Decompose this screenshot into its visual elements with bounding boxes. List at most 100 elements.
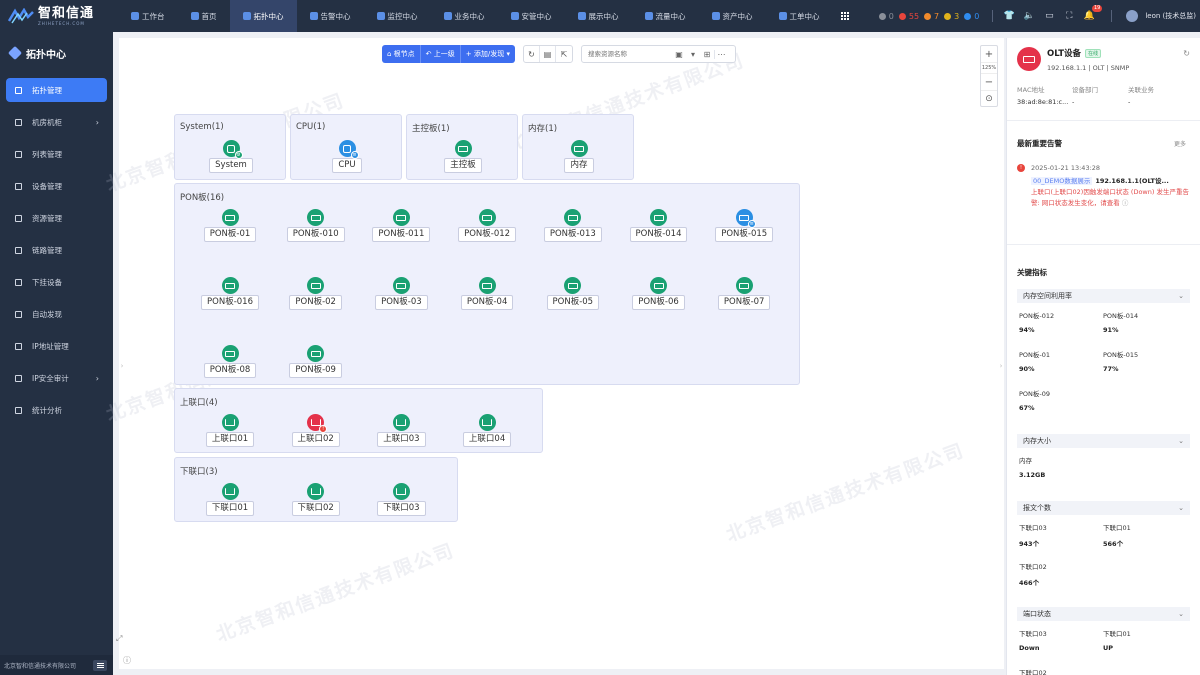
nav-item-1[interactable]: 首页: [178, 0, 230, 32]
topology-canvas[interactable]: 北京智和信通技术有限公司 北京智和信通技术有限公司 北京智和信通技术有限公司 北…: [103, 38, 1004, 669]
alarm-device[interactable]: 192.168.1.1(OLT设...: [1095, 177, 1169, 185]
nav-item-7[interactable]: 展示中心: [565, 0, 632, 32]
refresh-icon[interactable]: ↻: [1183, 49, 1190, 58]
topology-node[interactable]: 内存: [544, 140, 614, 173]
topology-node[interactable]: PON板-011: [366, 209, 436, 242]
brand-logo[interactable]: 智和信通 ZHIHETECH.COM: [0, 0, 113, 32]
topology-node[interactable]: ⚙System: [196, 140, 266, 173]
nav-item-9[interactable]: 资产中心: [699, 0, 766, 32]
topology-node[interactable]: 主控板: [428, 140, 498, 173]
more-link[interactable]: 更多: [1173, 141, 1186, 148]
metric-section-header[interactable]: 报文个数⌄: [1017, 501, 1190, 515]
topology-node[interactable]: 上联口04: [452, 414, 522, 447]
topology-node[interactable]: PON板-014: [624, 209, 694, 242]
avatar[interactable]: [1126, 10, 1139, 22]
save-icon[interactable]: ▤: [540, 46, 556, 62]
topology-node[interactable]: PON板-09: [281, 345, 351, 378]
sidebar-item-0[interactable]: 拓扑管理: [6, 78, 107, 102]
apps-grid-icon[interactable]: [840, 12, 849, 20]
info-icon[interactable]: ⓘ: [123, 656, 131, 665]
topology-node[interactable]: !上联口02: [281, 414, 351, 447]
nav-item-10[interactable]: 工单中心: [766, 0, 833, 32]
sidebar-item-5[interactable]: 链路管理: [0, 234, 113, 266]
topology-node[interactable]: 下联口01: [195, 483, 265, 516]
export-icon[interactable]: ⇱: [560, 49, 568, 59]
topology-node[interactable]: PON板-05: [538, 277, 608, 310]
nav-item-3[interactable]: 告警中心: [297, 0, 364, 32]
group-3[interactable]: 内存(1)内存: [522, 114, 634, 180]
bell-icon[interactable]: 🔔19: [1083, 5, 1103, 21]
nav-item-8[interactable]: 流量中心: [632, 0, 699, 32]
fit-view-icon[interactable]: ⊙: [981, 90, 997, 106]
topology-node[interactable]: PON板-02: [281, 277, 351, 310]
topology-node[interactable]: PON板-08: [195, 345, 265, 378]
fullscreen-icon[interactable]: ⛶: [1066, 11, 1073, 21]
help-icon[interactable]: ⓘ: [1121, 199, 1129, 207]
alarm-counter-3[interactable]: 3: [944, 12, 959, 21]
speaker-icon[interactable]: 🔈: [1023, 11, 1035, 21]
topology-node[interactable]: 下联口02: [281, 483, 351, 516]
nav-item-0[interactable]: 工作台: [118, 0, 178, 32]
topology-node[interactable]: PON板-07: [709, 277, 779, 310]
zoom-out-button[interactable]: −: [984, 76, 994, 88]
nav-item-6[interactable]: 安管中心: [498, 0, 565, 32]
group-0[interactable]: System(1)⚙System: [174, 114, 286, 180]
group-title: 主控板(1): [412, 124, 450, 134]
topology-node[interactable]: PON板-010: [281, 209, 351, 242]
topology-node[interactable]: ≡CPU: [312, 140, 382, 173]
calendar-icon[interactable]: ▣: [675, 49, 683, 59]
topology-node[interactable]: PON板-06: [624, 277, 694, 310]
topology-node[interactable]: PON板-03: [366, 277, 436, 310]
topology-node[interactable]: PON板-01: [195, 209, 265, 242]
zoom-in-button[interactable]: +: [984, 48, 994, 60]
chevron-down-icon[interactable]: ▾: [690, 49, 695, 59]
window-icon[interactable]: ▭: [1045, 11, 1054, 21]
topology-node[interactable]: PON板-012: [452, 209, 522, 242]
shirt-icon[interactable]: 👕: [1003, 11, 1015, 21]
left-collapse-handle[interactable]: ›: [120, 362, 124, 370]
sidebar-item-3[interactable]: 设备管理: [0, 170, 113, 202]
topology-node[interactable]: ≡PON板-015: [709, 209, 779, 242]
right-collapse-handle[interactable]: ›: [999, 362, 1003, 370]
topology-node[interactable]: PON板-016: [195, 277, 265, 310]
up-level-button[interactable]: ↶ 上一级: [421, 45, 461, 63]
topology-node[interactable]: 上联口01: [195, 414, 265, 447]
collapse-menu-button[interactable]: [93, 659, 107, 671]
sidebar-item-9[interactable]: IP安全审计›: [0, 362, 113, 394]
sidebar-item-4[interactable]: 资源管理: [0, 202, 113, 234]
topology-node[interactable]: 下联口03: [366, 483, 436, 516]
sidebar-item-7[interactable]: 自动发现: [0, 298, 113, 330]
nav-item-2[interactable]: 拓扑中心: [229, 0, 297, 32]
alarm-counter-2[interactable]: 7: [924, 12, 939, 21]
more-icon[interactable]: ⋯: [713, 49, 728, 59]
search-input[interactable]: [581, 50, 672, 58]
group-1[interactable]: CPU(1)≡CPU: [290, 114, 402, 180]
sidebar-item-2[interactable]: 列表管理: [0, 138, 113, 170]
refresh-icon[interactable]: ↻: [524, 46, 540, 62]
metric-section-header[interactable]: 内存大小⌄: [1017, 434, 1190, 448]
sidebar-item-8[interactable]: IP地址管理: [0, 330, 113, 362]
nav-item-4[interactable]: 监控中心: [364, 0, 431, 32]
sidebar-item-1[interactable]: 机房机柜›: [0, 106, 113, 138]
metric-section-header[interactable]: 内存空间利用率⌄: [1017, 289, 1190, 303]
user-name[interactable]: leon (技术总监): [1145, 12, 1196, 20]
group-2[interactable]: 主控板(1) 主控板: [406, 114, 518, 180]
expand-icon[interactable]: ⤢: [116, 634, 123, 643]
topology-node[interactable]: PON板-04: [452, 277, 522, 310]
root-node-button[interactable]: ⌂ 根节点: [382, 45, 421, 63]
nav-item-5[interactable]: 业务中心: [431, 0, 498, 32]
alarm-counter-4[interactable]: 0: [964, 12, 979, 21]
alarm-counter-0[interactable]: 0: [878, 12, 894, 21]
topology-node[interactable]: PON板-013: [538, 209, 608, 242]
add-discover-button[interactable]: + 添加/发现 ▾: [465, 50, 510, 58]
alarm-counter-1[interactable]: 55: [898, 12, 919, 21]
layout-icon[interactable]: ⊞: [703, 49, 711, 59]
sidebar-item-10[interactable]: 统计分析: [0, 394, 113, 426]
metric-section-header[interactable]: 端口状态⌄: [1017, 607, 1190, 621]
sidebar-item-6[interactable]: 下挂设备: [0, 266, 113, 298]
topology-node[interactable]: 上联口03: [366, 414, 436, 447]
